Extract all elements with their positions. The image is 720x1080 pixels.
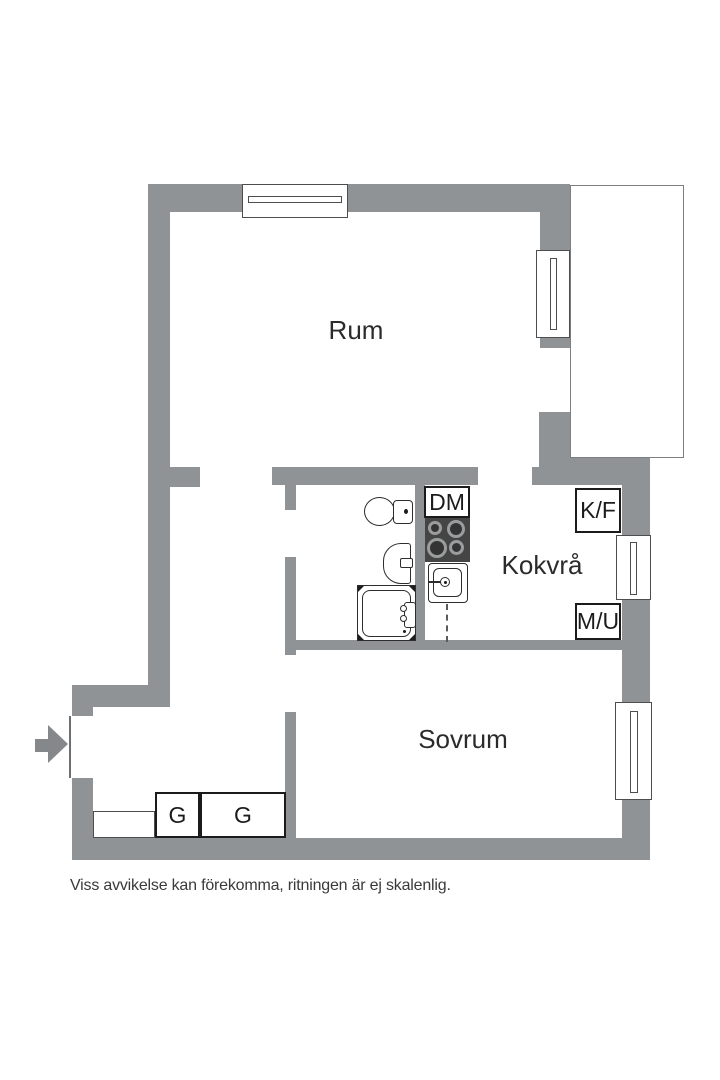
dishwasher-label: DM	[429, 488, 465, 515]
entrance-arrow-icon	[48, 725, 68, 763]
window-glazing	[630, 711, 638, 793]
entry-threshold-line	[69, 716, 71, 778]
wall-entry-step	[72, 707, 93, 716]
counter-dashed-line	[446, 604, 448, 642]
disclaimer-text: Viss avvikelse kan förekomma, ritningen …	[70, 877, 451, 894]
stove-burner	[447, 520, 465, 538]
shower-corner-mark	[358, 634, 364, 640]
wall-bottom	[72, 838, 650, 860]
wall-right-b	[622, 600, 650, 702]
toilet-tank	[393, 500, 413, 524]
toilet-bowl	[364, 497, 395, 526]
window-top	[242, 184, 348, 218]
window-glazing	[630, 542, 637, 595]
wardrobe-label: G	[168, 801, 187, 828]
toilet-flush-dot	[404, 509, 408, 514]
fridge-freezer-box: K/F	[575, 488, 621, 533]
room-label-kitchen: Kokvrå	[501, 550, 583, 580]
kitchen-sink-faucet-line	[428, 581, 442, 583]
micro-oven-label: M/U	[576, 608, 620, 634]
micro-oven-box: M/U	[575, 603, 621, 640]
wall-right-stub	[539, 412, 570, 467]
room-label-bedroom: Sovrum	[418, 724, 508, 754]
wall-hall-bedroom	[285, 712, 296, 838]
wall-below-window	[540, 338, 570, 348]
shower-corner-mark	[358, 586, 364, 592]
shower-drain-dot	[403, 630, 406, 633]
wall-bath-door-stub	[285, 485, 296, 510]
wardrobe-label: G	[234, 801, 252, 828]
fridge-freezer-label: K/F	[580, 497, 616, 523]
stove-burner	[449, 540, 464, 555]
wall-right-a	[622, 485, 650, 535]
wall-bath-left	[285, 557, 296, 655]
entrance-arrow-icon	[35, 739, 49, 752]
wall-right-c	[622, 800, 650, 838]
wall-right-block	[570, 458, 650, 485]
shower-mixer-knob	[400, 615, 407, 622]
hall-shelf	[93, 811, 155, 838]
wall-right-top	[540, 184, 570, 251]
window-glazing	[550, 258, 557, 330]
kitchen-sink	[428, 563, 468, 603]
wardrobe-box-2: G	[200, 792, 286, 838]
window-glazing	[248, 196, 342, 203]
wall-bath-top	[272, 467, 478, 485]
shower-corner-mark	[409, 586, 415, 592]
adjacent-unit-outline	[570, 185, 684, 458]
window-bedroom	[615, 702, 652, 800]
stove-burner	[428, 521, 442, 535]
shower-corner-mark	[409, 634, 415, 640]
stove-burner	[427, 538, 447, 558]
wall-living-stub-left	[170, 467, 200, 487]
stove	[425, 518, 470, 562]
wardrobe-box-1: G	[155, 792, 200, 838]
window-kitchen	[616, 535, 651, 600]
wall-bath-kitchen-bottom	[285, 640, 622, 650]
shower-mixer-knob	[400, 605, 407, 612]
shower-tray	[362, 590, 411, 637]
kitchen-sink-faucet-dot	[443, 580, 447, 584]
wall-bath-kitchen-divider	[415, 485, 425, 650]
wall-entry-lower	[72, 778, 93, 838]
dishwasher-box: DM	[424, 486, 470, 518]
wall-top	[148, 184, 568, 212]
washbasin-tap	[400, 558, 413, 568]
room-label-living: Rum	[328, 315, 384, 345]
wall-hall-jut	[72, 685, 170, 707]
wall-left	[148, 184, 170, 707]
window-living-right	[536, 250, 570, 338]
